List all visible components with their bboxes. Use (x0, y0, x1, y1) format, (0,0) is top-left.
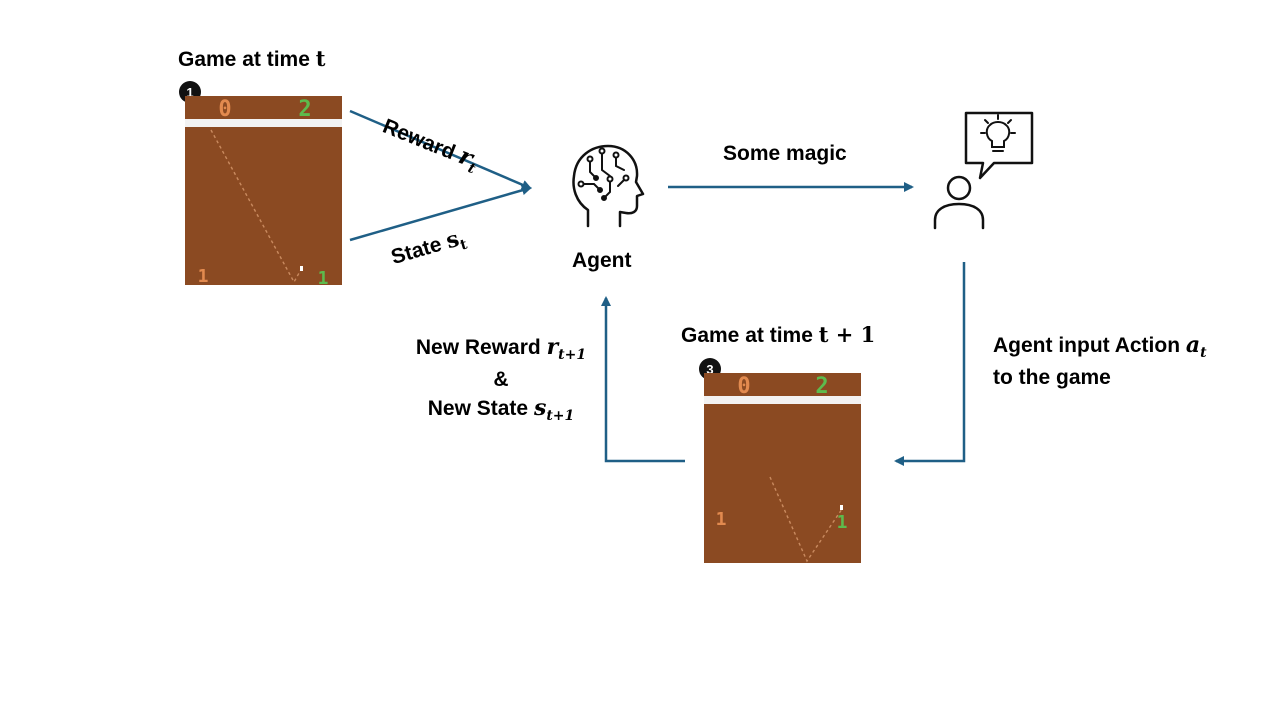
action-label: Agent input Action at to the game (993, 332, 1207, 389)
paddle-right: 1 (318, 268, 329, 285)
feedback-label: New Reward rt+1 & New State st+1 (415, 334, 587, 424)
game-bottom-title: Game at time t + 1 (681, 322, 876, 347)
brain-head-icon (572, 144, 645, 228)
game-screen-top: 0 2 1 1 (185, 96, 342, 289)
paddle-right: 1 (837, 512, 848, 533)
game-screen-bottom: 0 2 1 1 (704, 373, 861, 563)
score-left: 0 (218, 97, 231, 122)
score-right: 2 (815, 374, 828, 399)
score-left: 0 (737, 374, 750, 399)
paddle-left: 1 (716, 509, 727, 530)
ball-trail (769, 476, 843, 563)
feedback-arrow (601, 296, 685, 463)
pong-frame-bottom: 0 2 1 1 (704, 373, 861, 563)
agent-label: Agent (572, 249, 632, 272)
magic-label: Some magic (723, 142, 847, 165)
action-arrow (894, 262, 966, 466)
reward-arrow (349, 109, 532, 190)
score-right: 2 (298, 97, 311, 122)
agent-icon (566, 140, 646, 230)
ball (840, 505, 843, 510)
human-icon (928, 110, 1038, 234)
game-top-title: Game at time t (178, 46, 326, 71)
pong-frame-top: 0 2 1 1 (185, 96, 342, 289)
paddle-left: 1 (198, 266, 209, 285)
person-lightbulb-icon (933, 111, 1034, 230)
ball (300, 266, 303, 271)
state-arrow (349, 185, 532, 242)
